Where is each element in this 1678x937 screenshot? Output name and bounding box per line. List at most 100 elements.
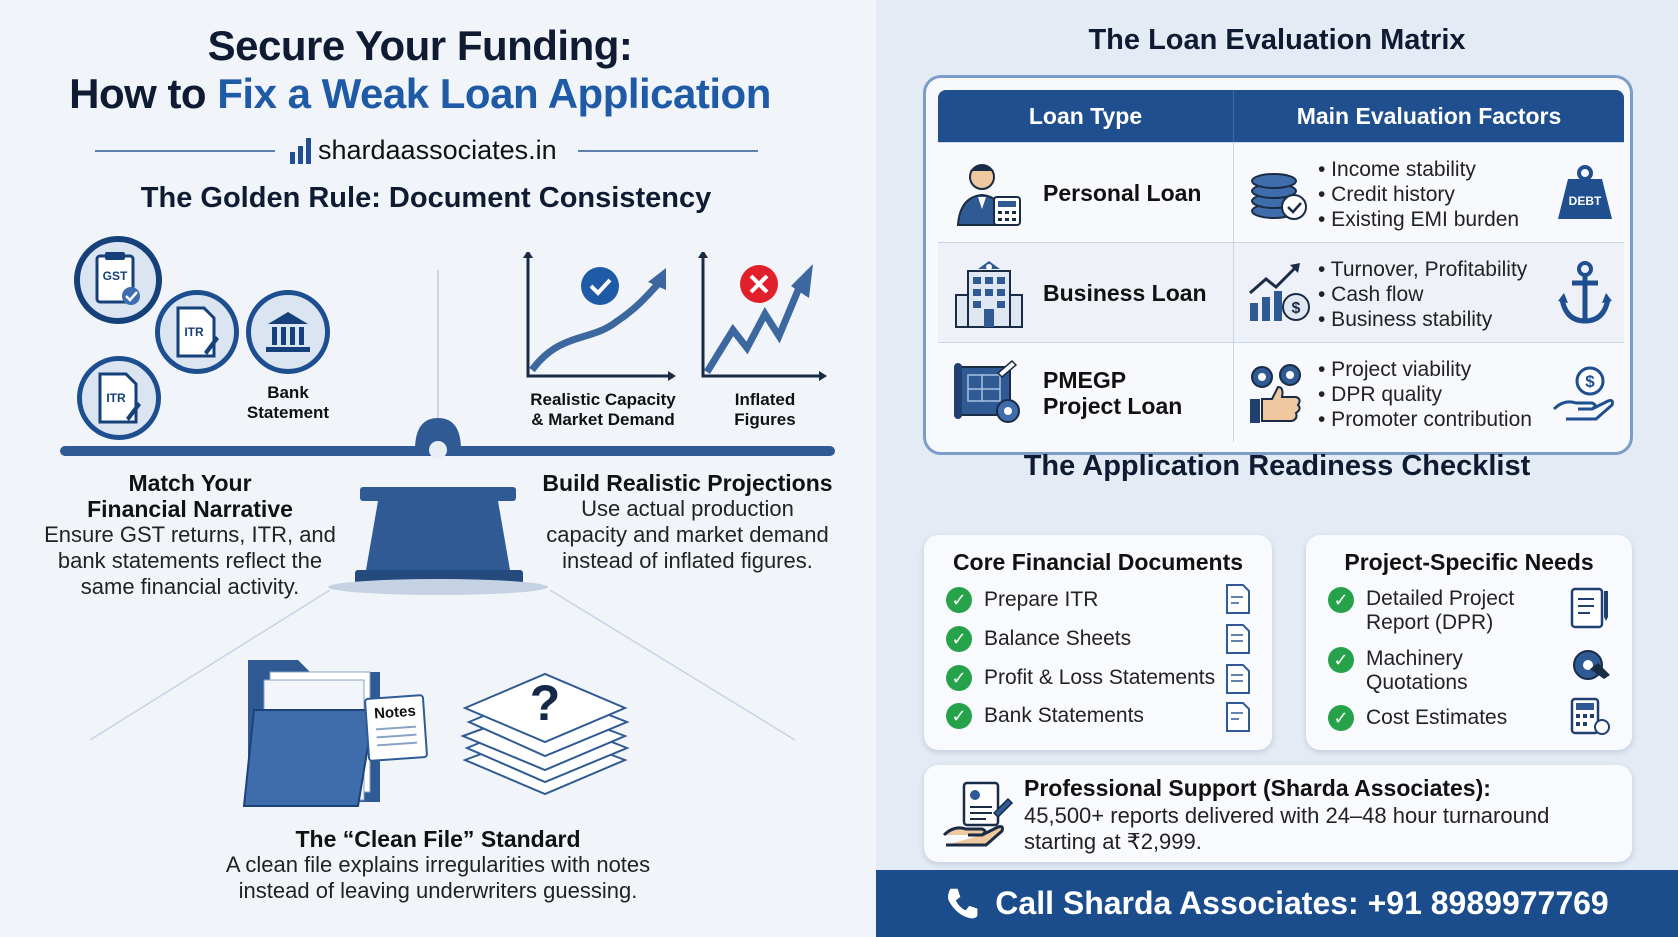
gst-circle: GST bbox=[74, 236, 162, 324]
factor-item: • Project viability bbox=[1318, 358, 1472, 381]
project-needs-card: Project-Specific Needs ✓ Detailed Project… bbox=[1306, 535, 1632, 750]
project-title: Project-Specific Needs bbox=[1344, 549, 1594, 575]
title-line1: Secure Your Funding: bbox=[207, 22, 633, 69]
hand-coin-icon: $ bbox=[1552, 366, 1614, 421]
golden-rule-title: The Golden Rule: Document Consistency bbox=[140, 182, 712, 214]
left-panel: Secure Your Funding: How to Fix a Weak L… bbox=[0, 22, 876, 904]
factor-item: • Turnover, Profitability bbox=[1318, 258, 1528, 281]
check-item-dpr[interactable]: ✓ Detailed Project Report (DPR) bbox=[1328, 587, 1514, 635]
matrix-row-personal: Personal Loan • Income stability • Credi… bbox=[938, 142, 1624, 242]
doc-pen-icon bbox=[942, 781, 1014, 847]
check-item-itr[interactable]: ✓ Prepare ITR bbox=[946, 587, 1098, 613]
light-beams bbox=[89, 590, 796, 741]
itr-circle-1: ITR bbox=[155, 290, 239, 374]
svg-text:GST: GST bbox=[103, 269, 128, 283]
matrix-title: The Loan Evaluation Matrix bbox=[1088, 24, 1466, 56]
office-building-icon bbox=[955, 261, 1023, 328]
loan-personal: Personal Loan bbox=[1043, 180, 1202, 206]
check-icon: ✓ bbox=[946, 703, 972, 729]
inflated-label: Inflated Figures bbox=[734, 390, 796, 429]
factor-item: • Existing EMI burden bbox=[1318, 208, 1520, 231]
check-label: Profit & Loss Statements bbox=[984, 666, 1216, 689]
right-panel: The Loan Evaluation Matrix Loan Type Mai… bbox=[876, 0, 1678, 937]
chart-bars-icon bbox=[290, 137, 311, 164]
check-label: Machinery Quotations bbox=[1366, 647, 1468, 694]
growth-chart-icon: $ bbox=[1249, 263, 1310, 321]
gst-doc-icon: GST bbox=[95, 252, 140, 305]
notes-label: Notes bbox=[373, 702, 417, 723]
svg-text:$: $ bbox=[1292, 300, 1301, 317]
bank-icon bbox=[266, 312, 310, 352]
check-item-balance[interactable]: ✓Balance Sheets bbox=[946, 626, 1131, 652]
factor-item: • Cash flow bbox=[1318, 283, 1424, 306]
factor-item: • Business stability bbox=[1318, 308, 1493, 331]
build-heading: Build Realistic Projections bbox=[542, 470, 833, 496]
inflated-chart bbox=[698, 252, 827, 381]
match-body: Ensure GST returns, ITR, and bank statem… bbox=[44, 522, 336, 599]
itr-doc-icon: ITR bbox=[98, 372, 141, 424]
businessman-icon bbox=[956, 164, 1021, 226]
svg-text:DEBT: DEBT bbox=[1569, 194, 1602, 208]
match-section: Match Your Financial Narrative Ensure GS… bbox=[30, 470, 350, 600]
check-icon: ✓ bbox=[946, 626, 972, 652]
itr-doc-icon: ITR bbox=[176, 306, 219, 358]
title-block: Secure Your Funding: How to Fix a Weak L… bbox=[0, 22, 840, 118]
matrix-row-pmegp: PMEGP Project Loan • Project viability •… bbox=[938, 342, 1624, 442]
svg-text:ITR: ITR bbox=[184, 325, 204, 339]
check-item-bank[interactable]: ✓Bank Statements bbox=[946, 703, 1144, 729]
factor-item: • DPR quality bbox=[1318, 383, 1443, 406]
factor-item: • Promoter contribution bbox=[1318, 408, 1532, 431]
check-item-cost[interactable]: ✓ Cost Estimates bbox=[1328, 705, 1507, 731]
match-heading: Match Your Financial Narrative bbox=[87, 470, 293, 522]
debt-weight-icon: DEBT bbox=[1558, 165, 1612, 219]
loan-business: Business Loan bbox=[1043, 280, 1207, 306]
loan-pmegp: PMEGP Project Loan bbox=[1043, 367, 1183, 419]
check-icon: ✓ bbox=[1328, 705, 1354, 731]
factors-personal: • Income stability • Credit history • Ex… bbox=[1318, 157, 1519, 232]
svg-text:?: ? bbox=[530, 675, 561, 731]
checklist-title: The Application Readiness Checklist bbox=[1023, 450, 1531, 482]
blueprint-icon bbox=[954, 359, 1020, 423]
professional-support-card: Professional Support (Sharda Associates)… bbox=[924, 765, 1632, 862]
check-icon bbox=[581, 267, 619, 305]
header-loan-type: Loan Type bbox=[1028, 102, 1143, 129]
realistic-label: Realistic Capacity & Market Demand bbox=[530, 390, 676, 429]
matrix-header: Loan Type Main Evaluation Factors bbox=[938, 90, 1624, 142]
clean-file-section: The “Clean File” Standard A clean file e… bbox=[0, 826, 876, 904]
balance-scale-icon bbox=[60, 270, 835, 595]
check-item-pnl[interactable]: ✓ Profit & Loss Statements bbox=[946, 665, 1215, 691]
factor-item: • Credit history bbox=[1318, 183, 1455, 206]
calculator-icon bbox=[1570, 587, 1610, 735]
check-icon: ✓ bbox=[946, 665, 972, 691]
website[interactable]: shardaassociates.in bbox=[290, 135, 557, 166]
check-label: Detailed Project Report (DPR) bbox=[1366, 587, 1515, 634]
build-body: Use actual production capacity and marke… bbox=[546, 496, 829, 573]
core-documents-card: Core Financial Documents ✓ Prepare ITR ✓B… bbox=[924, 535, 1272, 750]
notes-icon: Notes bbox=[363, 693, 429, 763]
check-label: Prepare ITR bbox=[984, 588, 1099, 611]
check-item-machinery[interactable]: ✓ Machinery Quotations bbox=[1328, 647, 1468, 695]
question-papers-icon: ? bbox=[460, 672, 630, 796]
realistic-growth-chart bbox=[523, 252, 676, 381]
phone-icon bbox=[948, 888, 978, 918]
coins-icon bbox=[1251, 173, 1307, 220]
build-section: Build Realistic Projections Use actual p… bbox=[520, 470, 855, 574]
bank-statement-label: Bank Statement bbox=[246, 383, 330, 422]
clean-file-body: A clean file explains irregularities wit… bbox=[225, 852, 651, 903]
support-heading: Professional Support (Sharda Associates)… bbox=[1024, 775, 1491, 801]
anchor-icon bbox=[1558, 261, 1612, 324]
check-icon: ✓ bbox=[1328, 647, 1354, 673]
doc-pen-icon bbox=[1226, 584, 1250, 732]
matrix-row-business: Business Loan $ • Turnover, Profitabilit… bbox=[938, 242, 1624, 342]
core-title: Core Financial Documents bbox=[952, 549, 1244, 575]
title-line2: How to Fix a Weak Loan Application bbox=[69, 70, 771, 117]
factors-pmegp: • Project viability • DPR quality • Prom… bbox=[1318, 357, 1532, 432]
factors-business: • Turnover, Profitability • Cash flow • … bbox=[1318, 257, 1527, 332]
clean-file-heading: The “Clean File” Standard bbox=[295, 826, 581, 852]
divider-left bbox=[95, 150, 275, 152]
check-icon: ✓ bbox=[1328, 587, 1354, 613]
bank-circle bbox=[246, 290, 330, 374]
check-label: Cost Estimates bbox=[1366, 706, 1508, 729]
check-icon: ✓ bbox=[946, 587, 972, 613]
call-footer[interactable]: Call Sharda Associates: +91 8989977769 bbox=[876, 870, 1678, 937]
